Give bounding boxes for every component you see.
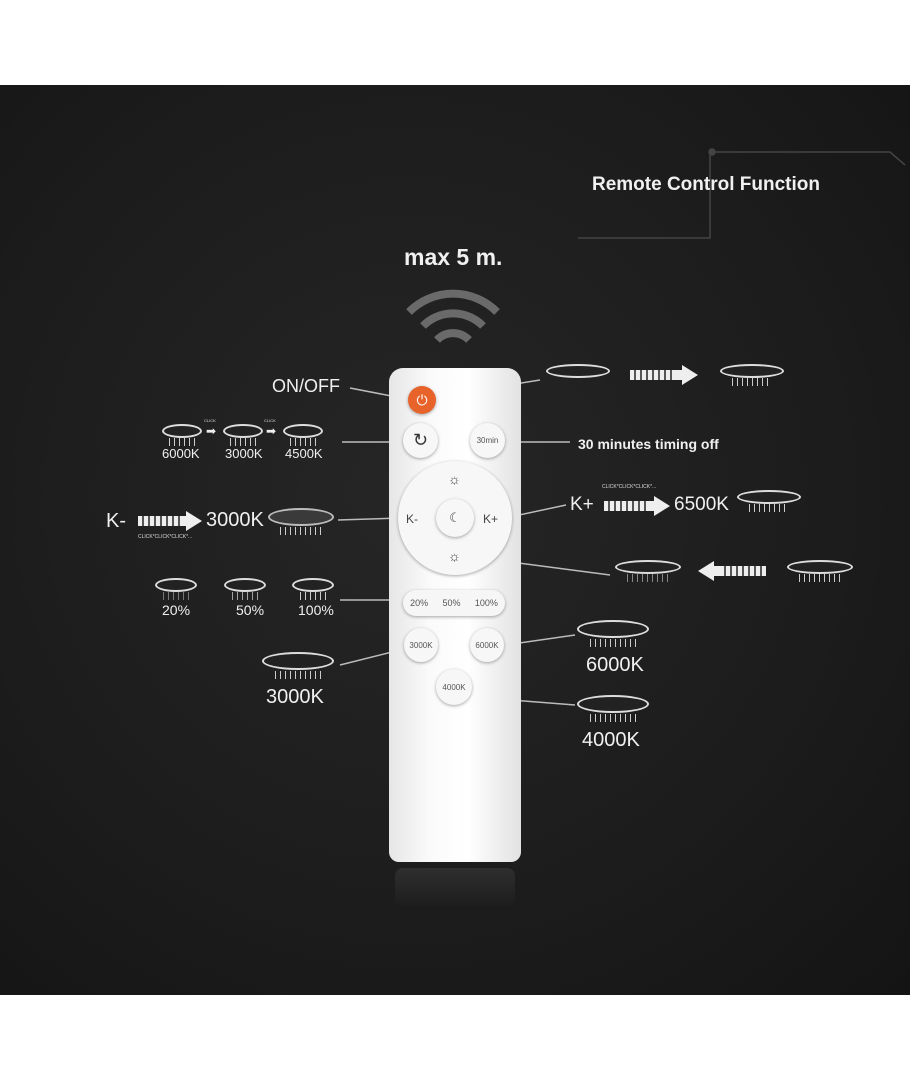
lamp-icon bbox=[577, 695, 649, 722]
cycle-temp-1: 6000K bbox=[162, 446, 200, 461]
cycle-icon: ↻ bbox=[412, 430, 429, 450]
preset-4000k-button[interactable]: 4000K bbox=[436, 669, 472, 705]
gradient-arrow-icon bbox=[138, 511, 202, 531]
lamp-icon bbox=[787, 560, 853, 582]
lamp-icon bbox=[615, 560, 681, 582]
lamp-icon bbox=[577, 620, 649, 647]
preset-3000k-button[interactable]: 3000K bbox=[404, 628, 438, 662]
on-off-label: ON/OFF bbox=[272, 376, 340, 396]
power-icon: ⏻ bbox=[416, 391, 428, 408]
lamp-on-icon bbox=[720, 364, 784, 386]
k-minus-label: K- bbox=[106, 510, 126, 532]
lamp-icon bbox=[223, 424, 263, 446]
cycle-temp-2: 3000K bbox=[225, 446, 263, 461]
cycle-temp-3: 4500K bbox=[285, 446, 323, 461]
k-plus-label: K+ bbox=[570, 494, 594, 515]
brightness-label-50: 50% bbox=[236, 602, 265, 618]
lamp-icon bbox=[737, 490, 801, 512]
timer-button[interactable]: 30min bbox=[470, 423, 505, 458]
gradient-arrow-icon bbox=[604, 496, 670, 516]
lamp-icon bbox=[162, 424, 202, 446]
k-plus-target: 6500K bbox=[674, 494, 729, 515]
k-minus-button[interactable]: K- bbox=[406, 512, 418, 526]
brightness-20-button[interactable]: 20% bbox=[410, 598, 429, 608]
preset-6000k-label: 6000K bbox=[586, 654, 644, 676]
gradient-arrow-icon bbox=[698, 561, 766, 581]
lamp-icon bbox=[155, 578, 197, 600]
arrow-icon: ➡ bbox=[266, 424, 277, 438]
brightness-50-button[interactable]: 50% bbox=[442, 598, 461, 608]
preset-6000k-button[interactable]: 6000K bbox=[470, 628, 504, 662]
click-label: CLICK bbox=[264, 418, 276, 423]
page-title: Remote Control Function bbox=[592, 174, 820, 195]
k-minus-target: 3000K bbox=[206, 509, 264, 531]
k-plus-button[interactable]: K+ bbox=[483, 512, 499, 526]
lamp-icon bbox=[268, 508, 334, 535]
preset-4000k-label: 4000K bbox=[582, 729, 640, 751]
moon-icon: ☾ bbox=[449, 510, 461, 525]
brightness-label-100: 100% bbox=[298, 602, 334, 618]
click-repeat-label: CLICK*CLICK*CLICK*... bbox=[138, 534, 193, 540]
click-label: CLICK bbox=[204, 418, 216, 423]
brightness-label-20: 20% bbox=[162, 602, 191, 618]
arrow-icon: ➡ bbox=[206, 424, 217, 438]
lamp-icon bbox=[262, 652, 334, 679]
cycle-button[interactable]: ↻ bbox=[403, 423, 438, 458]
brightness-button-group: 20% 50% 100% bbox=[403, 590, 505, 616]
lamp-icon bbox=[283, 424, 323, 446]
lamp-icon bbox=[292, 578, 334, 600]
wifi-signal-icon bbox=[406, 289, 500, 343]
timer-label: 30 minutes timing off bbox=[578, 436, 719, 452]
gradient-arrow-icon bbox=[630, 365, 698, 385]
lamp-icon bbox=[224, 578, 266, 600]
brightness-down-icon[interactable]: ☼ bbox=[448, 548, 461, 564]
brightness-up-icon[interactable]: ☼ bbox=[448, 471, 461, 487]
range-label: max 5 m. bbox=[404, 244, 503, 270]
click-repeat-label: CLICK*CLICK*CLICK*... bbox=[602, 484, 657, 490]
remote-reflection bbox=[395, 868, 515, 908]
power-button[interactable]: ⏻ bbox=[408, 386, 436, 414]
brightness-100-button[interactable]: 100% bbox=[474, 598, 498, 608]
preset-3000k-label: 3000K bbox=[266, 686, 324, 708]
night-mode-button[interactable]: ☾ bbox=[436, 499, 474, 537]
lamp-off-icon bbox=[546, 364, 610, 384]
